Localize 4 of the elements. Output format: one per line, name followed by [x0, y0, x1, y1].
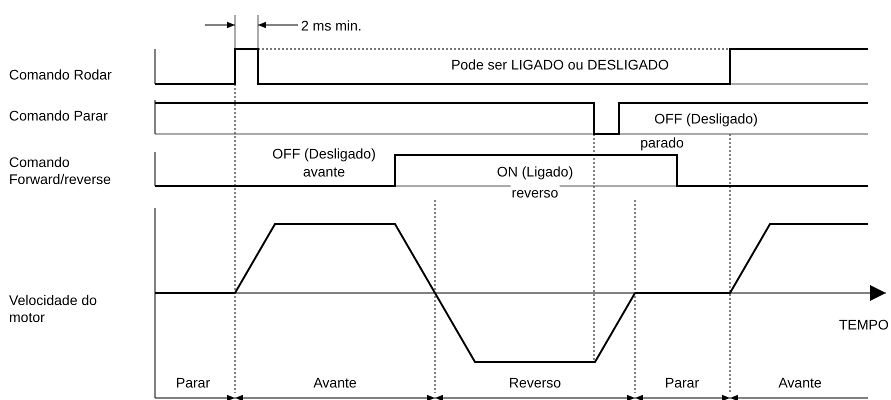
state-label: OFF (Desligado): [653, 110, 759, 128]
state-label: OFF (Desligado): [271, 146, 377, 162]
state-label: ON (Ligado): [496, 164, 574, 180]
state-label: parado: [639, 134, 685, 152]
